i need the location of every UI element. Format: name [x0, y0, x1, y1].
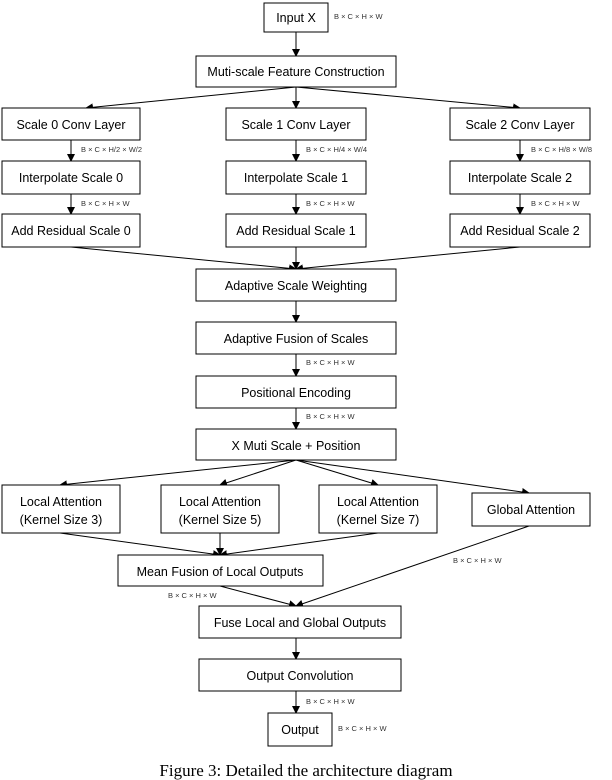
node-scale0-conv: Scale 0 Conv Layer	[1, 107, 141, 141]
dim-label: B × C × H × W	[81, 199, 130, 208]
edge-la3-mean	[59, 532, 221, 559]
dim-label: B × C × H/4 × W/4	[306, 145, 367, 154]
node-local-attention-k3: Local Attention (Kernel Size 3)	[1, 484, 121, 534]
edge-ga-fuse	[295, 525, 530, 608]
node-scale1-conv: Scale 1 Conv Layer	[225, 107, 367, 141]
node-label-line2: (Kernel Size 7)	[337, 513, 420, 527]
edge-xms-la3	[59, 459, 297, 489]
node-adaptive-scale-weighting: Adaptive Scale Weighting	[195, 268, 397, 302]
node-label: Add Residual Scale 2	[460, 224, 580, 238]
node-label: Scale 0 Conv Layer	[16, 118, 125, 132]
node-label-line2: (Kernel Size 3)	[20, 513, 103, 527]
node-label: Input X	[276, 11, 316, 25]
node-label: Positional Encoding	[241, 386, 351, 400]
node-scale2-residual: Add Residual Scale 2	[449, 213, 591, 248]
node-scale1-residual: Add Residual Scale 1	[225, 213, 367, 248]
node-scale0-interp: Interpolate Scale 0	[1, 160, 141, 195]
dim-label: B × C × H × W	[168, 591, 217, 600]
dim-label: B × C × H × W	[531, 199, 580, 208]
node-label-line2: (Kernel Size 5)	[179, 513, 262, 527]
edge-xms-la5	[219, 459, 297, 487]
node-local-attention-k7: Local Attention (Kernel Size 7)	[318, 484, 438, 534]
node-mean-fusion: Mean Fusion of Local Outputs	[117, 554, 324, 587]
node-adaptive-fusion: Adaptive Fusion of Scales	[195, 321, 397, 355]
node-label: Interpolate Scale 0	[19, 171, 123, 185]
node-label: Muti-scale Feature Construction	[207, 65, 384, 79]
dim-label: B × C × H/2 × W/2	[81, 145, 142, 154]
node-output-convolution: Output Convolution	[198, 658, 402, 692]
node-label: Adaptive Fusion of Scales	[224, 332, 369, 346]
node-msfc: Muti-scale Feature Construction	[195, 55, 397, 88]
edge-s0res-asw	[70, 246, 297, 273]
dim-label: B × C × H × W	[306, 697, 355, 706]
edge-xms-la7	[295, 459, 379, 487]
node-scale2-interp: Interpolate Scale 2	[449, 160, 591, 195]
node-label: X Muti Scale + Position	[232, 439, 361, 453]
node-label: Adaptive Scale Weighting	[225, 279, 367, 293]
dim-label: B × C × H × W	[334, 12, 383, 21]
figure-caption: Figure 3: Detailed the architecture diag…	[159, 761, 452, 780]
dim-label: B × C × H × W	[306, 199, 355, 208]
node-local-attention-k5: Local Attention (Kernel Size 5)	[160, 484, 280, 534]
node-x-multiscale-position: X Muti Scale + Position	[195, 428, 397, 461]
node-global-attention: Global Attention	[471, 492, 591, 527]
dim-label: B × C × H × W	[453, 556, 502, 565]
edge-mean-fuse	[219, 585, 297, 609]
dim-label: B × C × H × W	[306, 412, 355, 421]
node-label: Output	[281, 723, 319, 737]
node-label: Mean Fusion of Local Outputs	[137, 565, 304, 579]
node-output: Output	[267, 712, 333, 747]
dim-label: B × C × H × W	[338, 724, 387, 733]
node-label: Interpolate Scale 1	[244, 171, 348, 185]
edge-xms-ga	[295, 459, 530, 496]
node-scale0-residual: Add Residual Scale 0	[1, 213, 141, 248]
node-label: Fuse Local and Global Outputs	[214, 616, 386, 630]
node-label: Local Attention	[179, 495, 261, 509]
node-positional-encoding: Positional Encoding	[195, 375, 397, 409]
node-label: Local Attention	[20, 495, 102, 509]
node-input: Input X	[263, 2, 329, 33]
dim-label: B × C × H/8 × W/8	[531, 145, 592, 154]
node-label: Local Attention	[337, 495, 419, 509]
edges	[59, 32, 530, 714]
edge-s2res-asw	[295, 246, 521, 273]
edge-msfc-s2conv	[295, 86, 521, 112]
node-label: Scale 2 Conv Layer	[465, 118, 574, 132]
node-label: Add Residual Scale 1	[236, 224, 356, 238]
dim-label: B × C × H × W	[306, 358, 355, 367]
node-label: Add Residual Scale 0	[11, 224, 131, 238]
node-fuse-local-global: Fuse Local and Global Outputs	[198, 605, 402, 639]
node-label: Scale 1 Conv Layer	[241, 118, 350, 132]
node-scale1-interp: Interpolate Scale 1	[225, 160, 367, 195]
node-label: Output Convolution	[246, 669, 353, 683]
edge-la7-mean	[219, 532, 379, 558]
node-label: Interpolate Scale 2	[468, 171, 572, 185]
edge-msfc-s0conv	[85, 86, 297, 112]
node-scale2-conv: Scale 2 Conv Layer	[449, 107, 591, 141]
node-label: Global Attention	[487, 503, 575, 517]
